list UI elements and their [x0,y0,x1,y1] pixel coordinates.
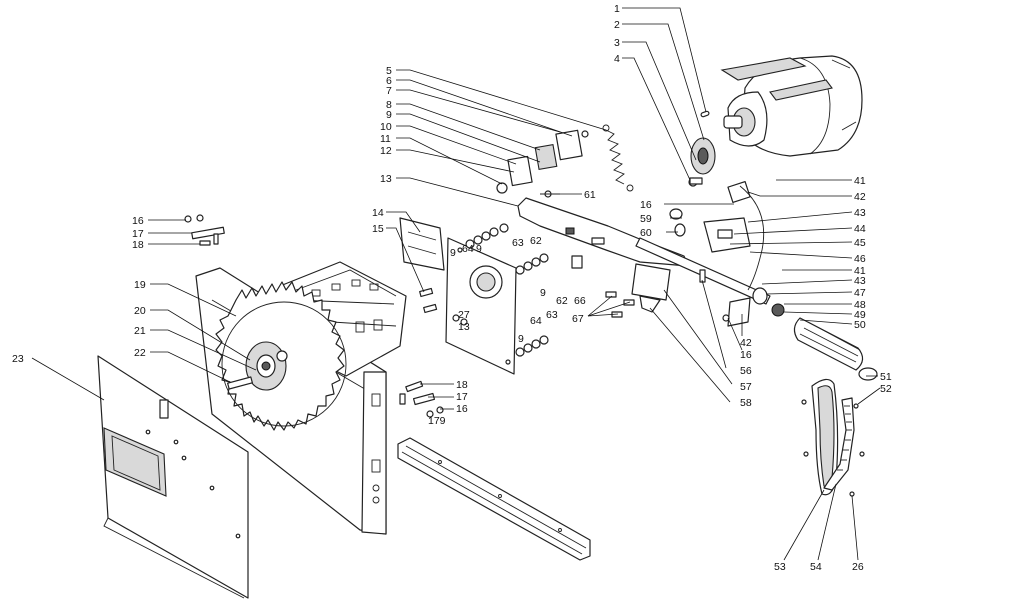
callout-64b: 64 [530,315,542,327]
front-cover-plate [97,355,249,599]
plates-5-12 [496,129,589,194]
callout-26: 26 [852,561,864,573]
callout-41a: 41 [854,175,866,187]
callout-9e: 9 [518,333,524,345]
callout-60: 60 [640,227,652,239]
block-56-58 [605,263,706,318]
callout-48: 48 [854,299,866,311]
callout-18b: 18 [456,379,468,391]
callout-9b: 9 [476,243,482,255]
callout-9d: 9 [540,287,546,299]
callout-50: 50 [854,319,866,331]
callout-7: 7 [386,85,392,97]
tension-spring [602,124,634,192]
callout-20: 20 [134,305,146,317]
callout-16a: 16 [132,215,144,227]
slide-bracket [399,217,445,271]
callout-41b: 41 [854,265,866,277]
saw-shaft [635,237,878,381]
callout-22: 22 [134,347,146,359]
callout-51: 51 [880,371,892,383]
callout-10: 10 [380,121,392,133]
callout-5: 5 [386,65,392,77]
callout-57: 57 [740,381,752,393]
callout-44: 44 [854,223,866,235]
callout-46: 46 [854,253,866,265]
callout-62b: 62 [556,295,568,307]
callout-54: 54 [810,561,822,573]
callout-42a: 42 [854,191,866,203]
callout-1: 1 [614,3,620,15]
callout-59: 59 [640,213,652,225]
callout-42b: 42 [740,337,752,349]
callout-16d: 16 [740,349,752,361]
leader-lines [31,7,881,561]
callout-53: 53 [774,561,786,573]
callout-16b: 16 [456,403,468,415]
callout-13b: 13 [458,321,470,333]
callout-3: 3 [614,37,620,49]
callout-67: 67 [572,313,584,325]
callout-17a: 17 [132,228,144,240]
callout-18a: 18 [132,239,144,251]
callout-61: 61 [584,189,596,201]
callout-labels: 1 2 3 4 5 6 7 8 9 10 11 12 13 16 17 18 1… [12,3,892,573]
callout-62a: 62 [530,235,542,247]
washer-stack-left [465,223,509,249]
callout-43b: 43 [854,275,866,287]
rail-profile [397,437,591,561]
blade-flanges [227,341,288,391]
callout-64a: 64 [462,243,474,255]
callout-12: 12 [380,145,392,157]
callout-47: 47 [854,287,866,299]
callout-43a: 43 [854,207,866,219]
callout-49: 49 [854,309,866,321]
mount-plate [445,237,517,375]
callout-21: 21 [134,325,146,337]
callout-2: 2 [614,19,620,31]
callout-27: 27 [458,309,470,321]
key-and-pulley-parts [688,110,716,187]
callout-9c: 9 [450,247,456,259]
motor [720,55,863,157]
callout-63b: 63 [546,309,558,321]
small-parts-16-18-left [184,214,225,246]
callout-4: 4 [614,53,620,65]
callout-23: 23 [12,353,24,365]
washer-stack-right [515,253,583,357]
callout-9a: 9 [386,109,392,121]
scale-strip [801,397,865,497]
callout-8: 8 [386,99,392,111]
callout-19: 19 [134,279,146,291]
callout-14: 14 [372,207,384,219]
callout-58: 58 [740,397,752,409]
callout-15: 15 [372,223,384,235]
callout-52: 52 [880,383,892,395]
callout-63a: 63 [512,237,524,249]
callout-56: 56 [740,365,752,377]
small-parts-16-18-bottom [399,380,444,418]
riving-knife-guide [811,378,839,496]
callout-66: 66 [574,295,586,307]
callout-179: 179 [428,415,446,427]
callout-17b: 17 [456,391,468,403]
callout-16c: 16 [640,199,652,211]
callout-6: 6 [386,75,392,87]
callout-13a: 13 [380,173,392,185]
callout-11: 11 [380,133,391,145]
bracket-42b [722,297,751,327]
bolts-15 [419,287,468,326]
callout-45: 45 [854,237,866,249]
